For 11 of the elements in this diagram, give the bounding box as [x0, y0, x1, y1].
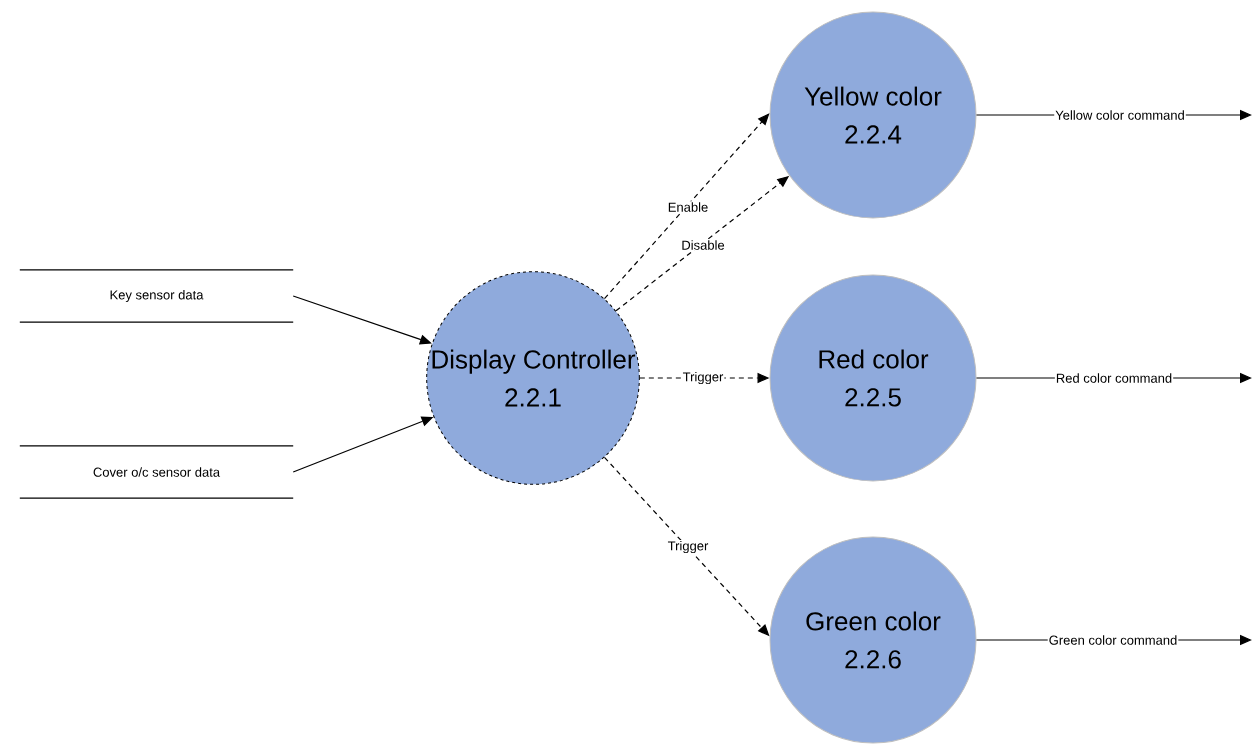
edge-label: Yellow color command	[1054, 109, 1186, 121]
edge-label: Trigger	[681, 370, 725, 386]
edge-label: Disable	[680, 239, 726, 251]
data-store: Key sensor data	[19, 269, 294, 323]
edge-label: Red color command	[1054, 372, 1174, 384]
edge-label: Enable	[666, 201, 710, 213]
edge-label: Trigger	[666, 539, 710, 555]
arrow	[292, 295, 432, 345]
edge-label: Green color command	[1047, 634, 1179, 646]
arrow	[603, 113, 770, 300]
data-store: Cover o/c sensor data	[19, 445, 294, 499]
